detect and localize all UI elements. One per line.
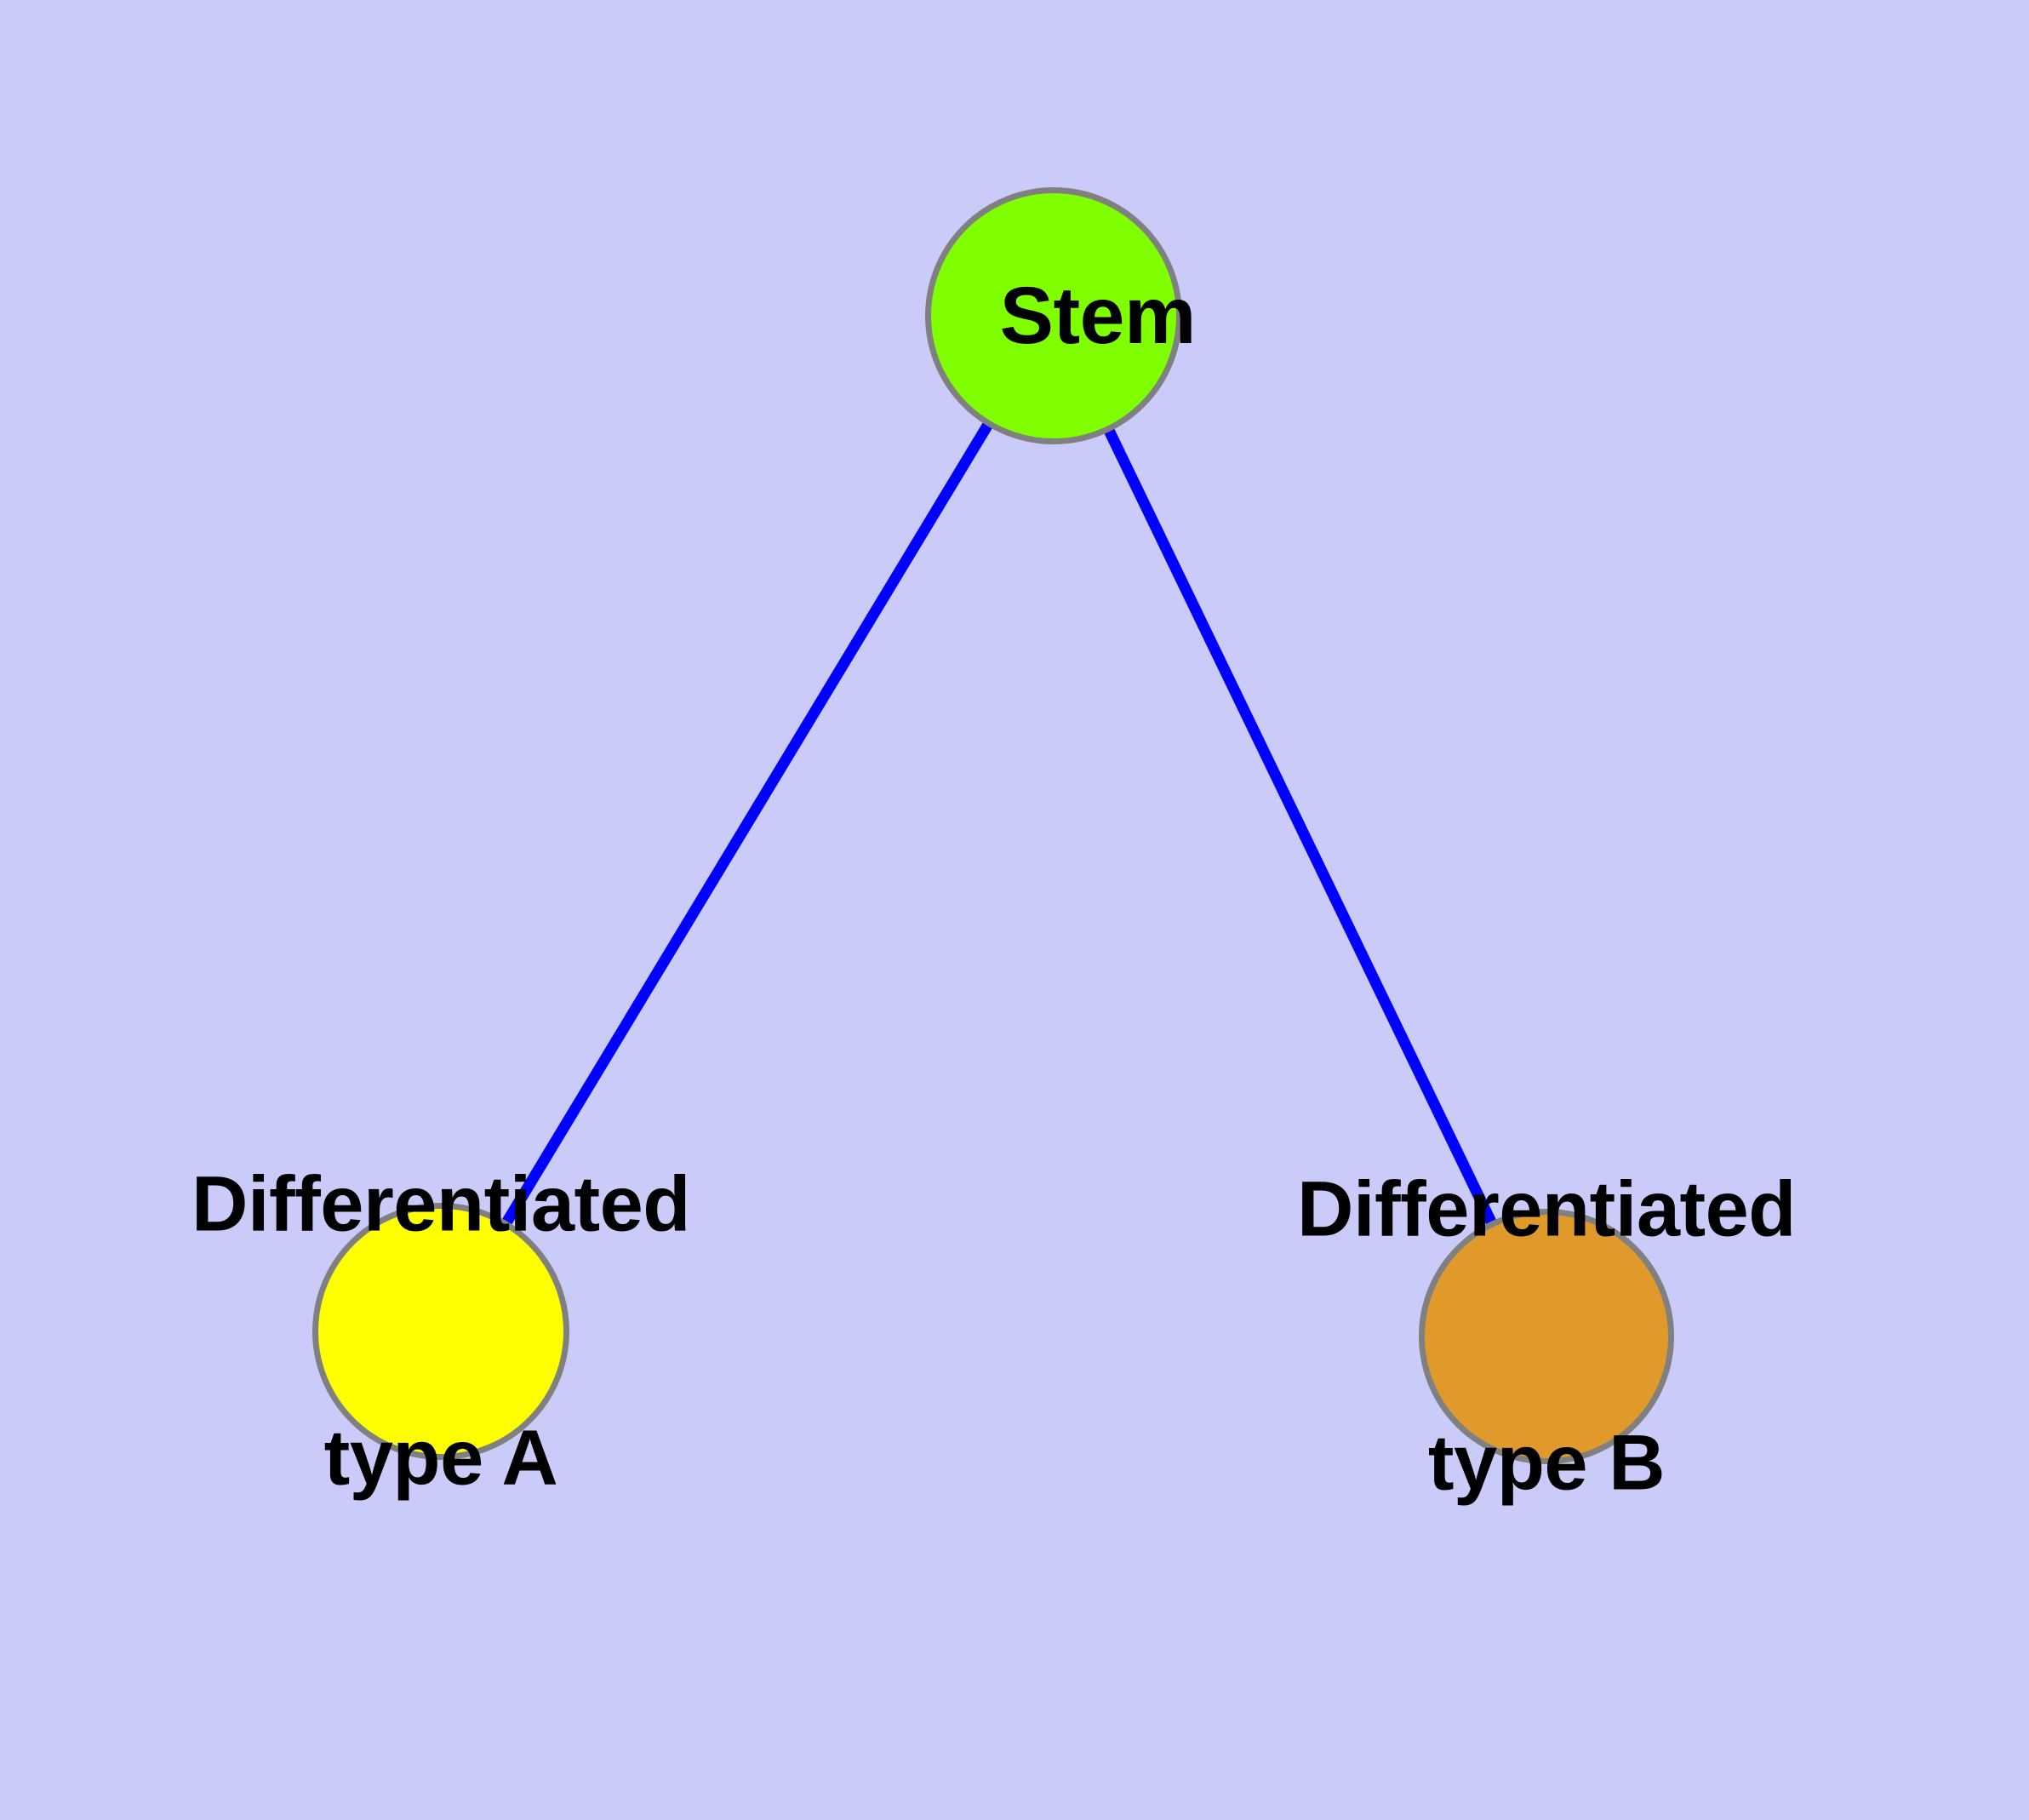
edge-stem-to-diff-a[interactable] bbox=[436, 312, 1059, 1335]
edge-stem-to-diff-b[interactable] bbox=[1049, 313, 1552, 1339]
node-stem[interactable] bbox=[925, 187, 1182, 444]
node-diff-b[interactable] bbox=[1419, 1209, 1674, 1464]
node-diff-a[interactable] bbox=[312, 1203, 569, 1460]
edges-group bbox=[436, 312, 1552, 1339]
nodes-group bbox=[312, 187, 1674, 1464]
